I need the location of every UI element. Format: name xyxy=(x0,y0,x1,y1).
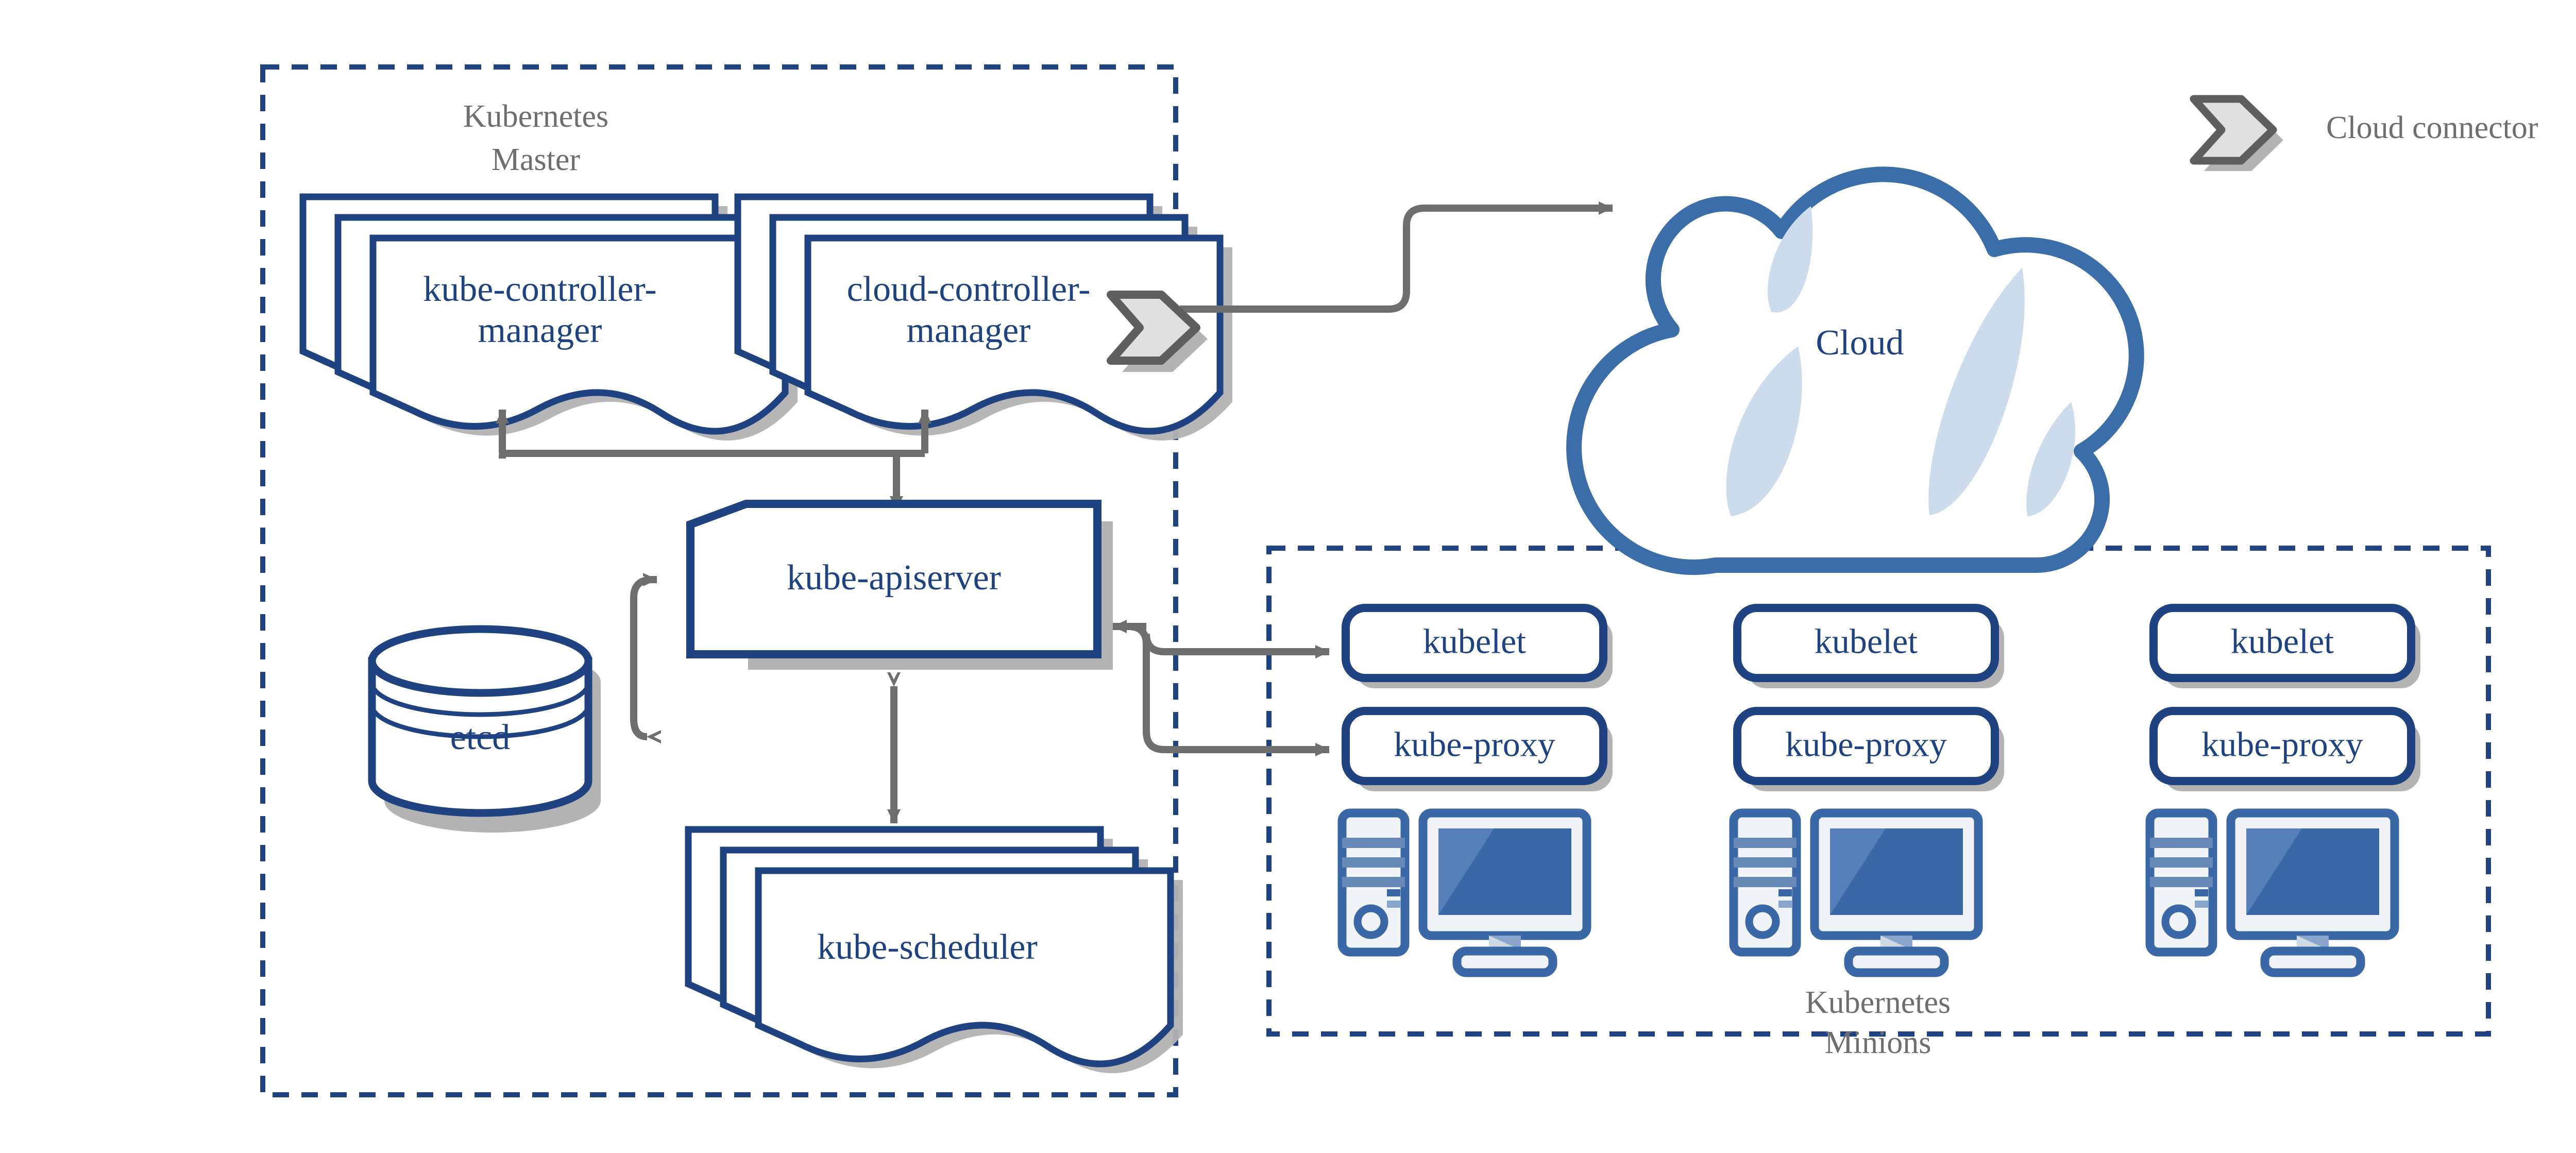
etcd-label: etcd xyxy=(450,718,511,757)
connector-apiserver-to-kubelet xyxy=(1128,623,1330,658)
minion-node-2[interactable]: kubelet kube-proxy xyxy=(1729,604,2004,977)
etcd-node[interactable]: etcd xyxy=(368,625,601,833)
kube-proxy-box-2[interactable]: kube-proxy xyxy=(1733,707,2004,791)
kube-proxy-box-3[interactable]: kube-proxy xyxy=(2149,707,2420,791)
legend-cloud-connector: Cloud connector xyxy=(2190,95,2538,171)
connector-apiserver-to-kube-proxy xyxy=(1143,645,1330,756)
master-group-label-line1: Kubernetes xyxy=(463,99,608,134)
computer-icon-2 xyxy=(1729,808,1983,977)
kube-proxy-label-3: kube-proxy xyxy=(2201,725,2363,764)
master-group-label-line2: Master xyxy=(492,142,581,177)
minions-group-label-line2: Minions xyxy=(1825,1025,1931,1060)
kubelet-box-3[interactable]: kubelet xyxy=(2149,604,2420,688)
kube-scheduler-stack[interactable]: kube-scheduler xyxy=(688,829,1183,1074)
kubelet-label-3: kubelet xyxy=(2231,622,2334,661)
kube-apiserver-label: kube-apiserver xyxy=(787,558,1001,598)
kube-controller-manager-label-line2: manager xyxy=(478,311,602,350)
minions-group-label-line1: Kubernetes xyxy=(1805,985,1951,1020)
kube-controller-manager-stack[interactable]: kube-controller- manager xyxy=(303,197,798,441)
kube-controller-manager-label-line1: kube-controller- xyxy=(423,269,656,309)
kube-proxy-label-1: kube-proxy xyxy=(1394,725,1555,764)
kube-proxy-label-2: kube-proxy xyxy=(1785,725,1946,764)
connector-kcm-to-apiserver xyxy=(499,450,882,459)
kube-scheduler-label: kube-scheduler xyxy=(817,927,1038,967)
connector-etcd-to-apiserver xyxy=(630,573,662,744)
minion-node-1[interactable]: kubelet kube-proxy xyxy=(1337,604,1613,977)
cloud-connector-icon-ccm[interactable] xyxy=(1107,291,1208,372)
kube-apiserver-node[interactable]: kube-apiserver xyxy=(686,500,1113,670)
cloud-controller-manager-label-line1: cloud-controller- xyxy=(847,269,1091,309)
cloud-shape[interactable]: Cloud xyxy=(1566,166,2144,575)
computer-icon-3 xyxy=(2145,808,2399,977)
computer-icon-1 xyxy=(1337,808,1591,977)
cloud-connector-icon-legend xyxy=(2190,95,2283,171)
kubelet-box-2[interactable]: kubelet xyxy=(1733,604,2004,688)
legend-cloud-connector-label: Cloud connector xyxy=(2326,110,2538,145)
kubernetes-master-container xyxy=(260,64,1178,1097)
kubelet-label-1: kubelet xyxy=(1423,622,1526,661)
cloud-shading xyxy=(1726,206,2076,516)
minion-node-3[interactable]: kubelet kube-proxy xyxy=(2145,604,2420,977)
kubelet-box-1[interactable]: kubelet xyxy=(1342,604,1613,688)
connector-ccm-to-cloud xyxy=(1180,201,1613,313)
cloud-controller-manager-label-line2: manager xyxy=(907,311,1031,350)
kube-proxy-box-1[interactable]: kube-proxy xyxy=(1342,707,1613,791)
cloud-label: Cloud xyxy=(1816,323,1904,363)
cloud-controller-manager-stack[interactable]: cloud-controller- manager xyxy=(738,197,1232,441)
kubelet-label-2: kubelet xyxy=(1815,622,1918,661)
